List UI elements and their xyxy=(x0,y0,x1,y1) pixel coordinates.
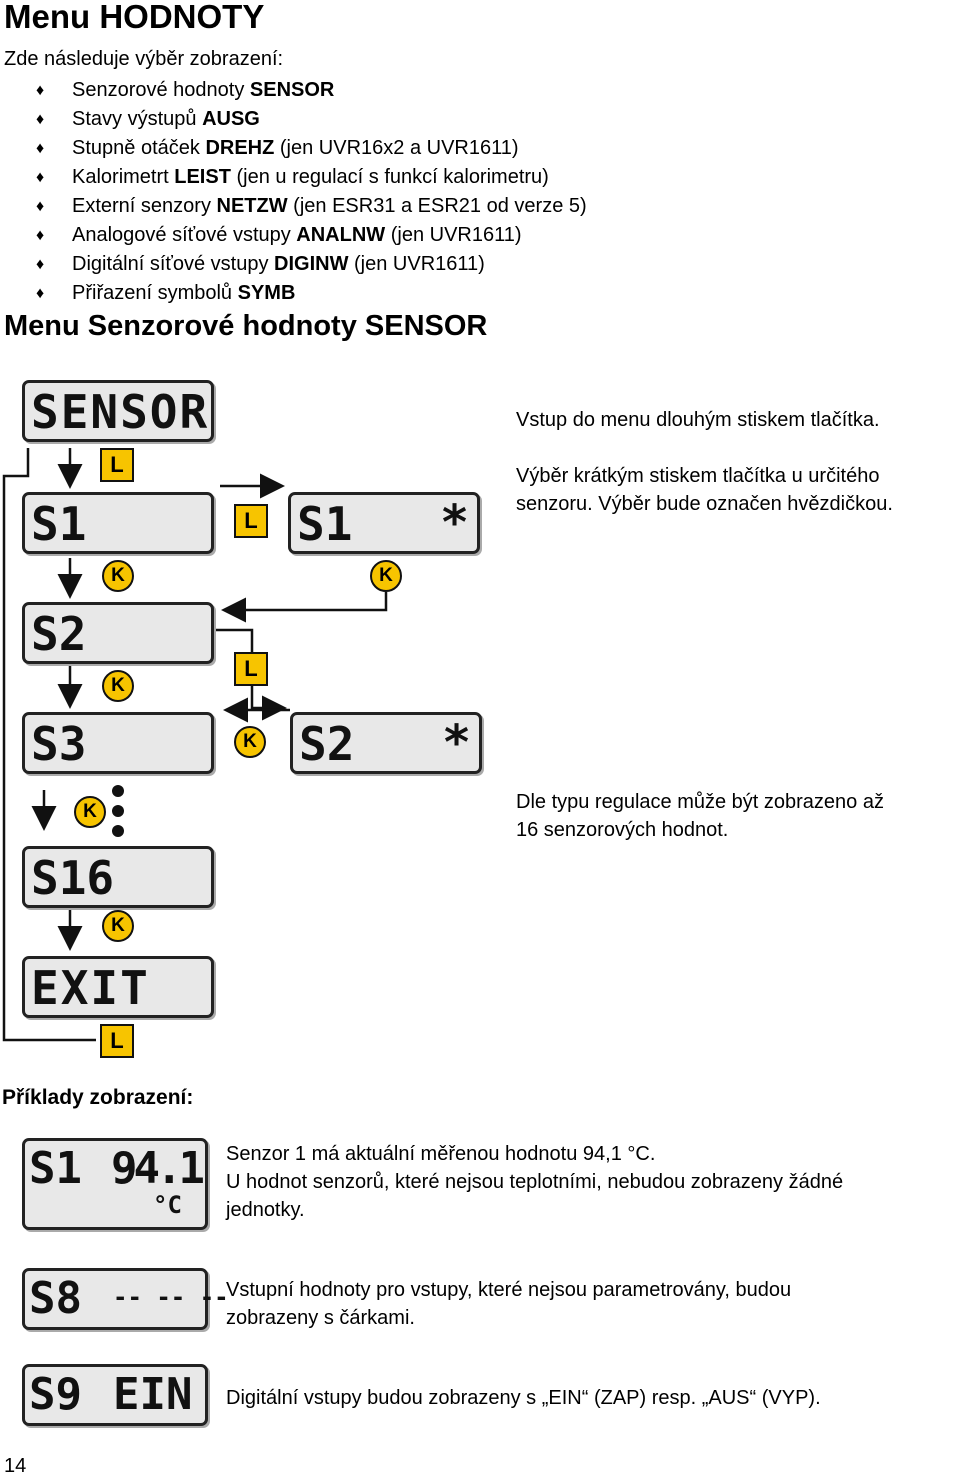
key-long-icon: L xyxy=(100,1024,134,1058)
examples-title: Příklady zobrazení: xyxy=(2,1086,194,1109)
lcd-example-3: S9 EIN xyxy=(22,1364,208,1426)
desc-select: Výběr krátkým stiskem tlačítka u určitéh… xyxy=(516,465,893,515)
lcd-example-1: S1 94.1 °C xyxy=(22,1138,208,1230)
lcd-s2: S2 xyxy=(22,602,214,664)
lcd-example-2: S8 -- -- -- xyxy=(22,1268,229,1330)
lcd-s2-selected: S2 * xyxy=(290,712,482,774)
key-short-icon: K xyxy=(102,670,134,702)
list-item: ♦Externí senzory NETZW (jen ESR31 a ESR2… xyxy=(36,192,587,221)
lcd-exit: EXIT xyxy=(22,956,214,1018)
intro-text: Zde následuje výběr zobrazení: xyxy=(4,48,284,70)
example-2-text: Vstupní hodnoty pro vstupy, které nejsou… xyxy=(226,1279,792,1329)
star-mark-icon: * xyxy=(440,495,469,551)
key-long-icon: L xyxy=(234,652,268,686)
key-short-icon: K xyxy=(102,910,134,942)
diamond-bullet-icon: ♦ xyxy=(36,256,45,273)
key-short-icon: K xyxy=(74,796,106,828)
list-item: ♦Analogové síťové vstupy ANALNW (jen UVR… xyxy=(36,221,587,250)
desc-entry: Vstup do menu dlouhým stiskem tlačítka. xyxy=(516,409,880,431)
diamond-bullet-icon: ♦ xyxy=(36,198,45,215)
list-item: ♦Stupně otáček DREHZ (jen UVR16x2 a UVR1… xyxy=(36,134,587,163)
diamond-bullet-icon: ♦ xyxy=(36,111,45,128)
lcd-s1-selected: S1 * xyxy=(288,492,480,554)
flow-arrows xyxy=(2,448,388,1042)
example-3-text: Digitální vstupy budou zobrazeny s „EIN“… xyxy=(226,1387,821,1409)
key-short-icon: K xyxy=(102,560,134,592)
diamond-bullet-icon: ♦ xyxy=(36,82,45,99)
more-dots-icon xyxy=(112,785,124,837)
diamond-bullet-icon: ♦ xyxy=(36,140,45,157)
selection-list: ♦Senzorové hodnoty SENSOR ♦Stavy výstupů… xyxy=(36,76,587,308)
list-item: ♦Kalorimetrt LEIST (jen u regulací s fun… xyxy=(36,163,587,192)
list-item: ♦Přiřazení symbolů SYMB xyxy=(36,279,587,308)
key-short-icon: K xyxy=(370,560,402,592)
diamond-bullet-icon: ♦ xyxy=(36,169,45,186)
key-long-icon: L xyxy=(100,448,134,482)
list-item: ♦Senzorové hodnoty SENSOR xyxy=(36,76,587,105)
lcd-sensor: SENSOR xyxy=(22,380,214,442)
diamond-bullet-icon: ♦ xyxy=(36,285,45,302)
desc-upto: Dle typu regulace může být zobrazeno až … xyxy=(516,791,884,841)
list-item: ♦Digitální síťové vstupy DIGINW (jen UVR… xyxy=(36,250,587,279)
page-number: 14 xyxy=(4,1455,27,1477)
star-mark-icon: * xyxy=(442,715,471,771)
section-title: Menu Senzorové hodnoty SENSOR xyxy=(4,310,488,342)
key-long-icon: L xyxy=(234,504,268,538)
key-short-icon: K xyxy=(234,726,266,758)
example-1-text: Senzor 1 má aktuální měřenou hodnotu 94,… xyxy=(226,1143,844,1221)
list-item: ♦Stavy výstupů AUSG xyxy=(36,105,587,134)
lcd-s16: S16 xyxy=(22,846,214,908)
page-title: Menu HODNOTY xyxy=(4,0,265,35)
lcd-s1: S1 xyxy=(22,492,214,554)
lcd-s3: S3 xyxy=(22,712,214,774)
diamond-bullet-icon: ♦ xyxy=(36,227,45,244)
